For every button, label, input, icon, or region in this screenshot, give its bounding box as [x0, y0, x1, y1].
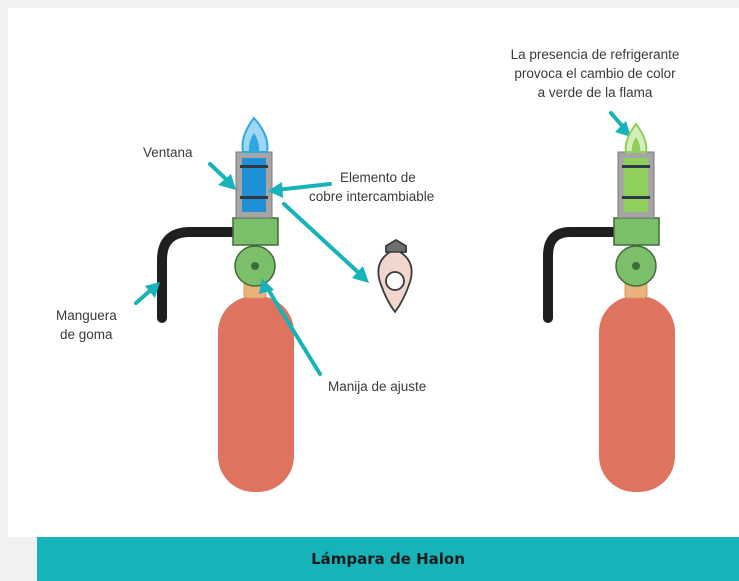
valve-body-right: [613, 217, 660, 246]
blue-flame-inner: [248, 133, 260, 152]
manija-arrow: [264, 284, 322, 376]
manguera-arrow: [134, 287, 154, 305]
rubber-hose-right: [543, 227, 620, 323]
valve-body-left: [232, 217, 279, 246]
copper-element-hole: [385, 271, 405, 291]
window-band-bottom-right: [622, 196, 650, 199]
halon-lamp-diagram: [134, 111, 675, 492]
knob-center-left: [251, 262, 259, 270]
figure-caption: Lámpara de Halon: [311, 550, 465, 568]
label-ventana: Ventana: [143, 145, 193, 160]
manguera-arrow-head: [145, 282, 160, 298]
rubber-hose-left: [157, 227, 241, 323]
elemento-arrow: [274, 182, 332, 192]
gas-cylinder-right: [599, 296, 675, 492]
window-band-top-right: [622, 165, 650, 168]
knob-center-right: [632, 262, 640, 270]
detail-arrow-head: [352, 266, 369, 283]
label-elemento-line1: Elemento de: [340, 170, 416, 185]
label-manija: Manija de ajuste: [328, 379, 427, 394]
elemento-arrow-head: [268, 182, 283, 198]
manija-arrow-head: [259, 278, 274, 294]
label-presencia-line1: La presencia de refrigerante: [510, 47, 680, 62]
flame-arrow-head: [615, 121, 631, 137]
label-presencia-line3: a verde de la flama: [537, 85, 653, 100]
label-elemento-line2: cobre intercambiable: [309, 189, 435, 204]
arrow-heads: [145, 121, 631, 298]
window-band-top-left: [240, 165, 268, 168]
ventana-arrow-head: [218, 174, 236, 190]
label-presencia-line2: provoca el cambio de color: [514, 66, 676, 81]
green-flame-inner: [631, 137, 641, 152]
caption-bar: Lámpara de Halon: [37, 537, 739, 581]
detail-arrow: [282, 202, 362, 276]
label-manguera-line2: de goma: [60, 327, 113, 342]
window-band-bottom-left: [240, 196, 268, 199]
gas-cylinder-left: [218, 296, 294, 492]
label-manguera-line1: Manguera: [56, 308, 117, 323]
copper-element-cap: [385, 239, 407, 253]
